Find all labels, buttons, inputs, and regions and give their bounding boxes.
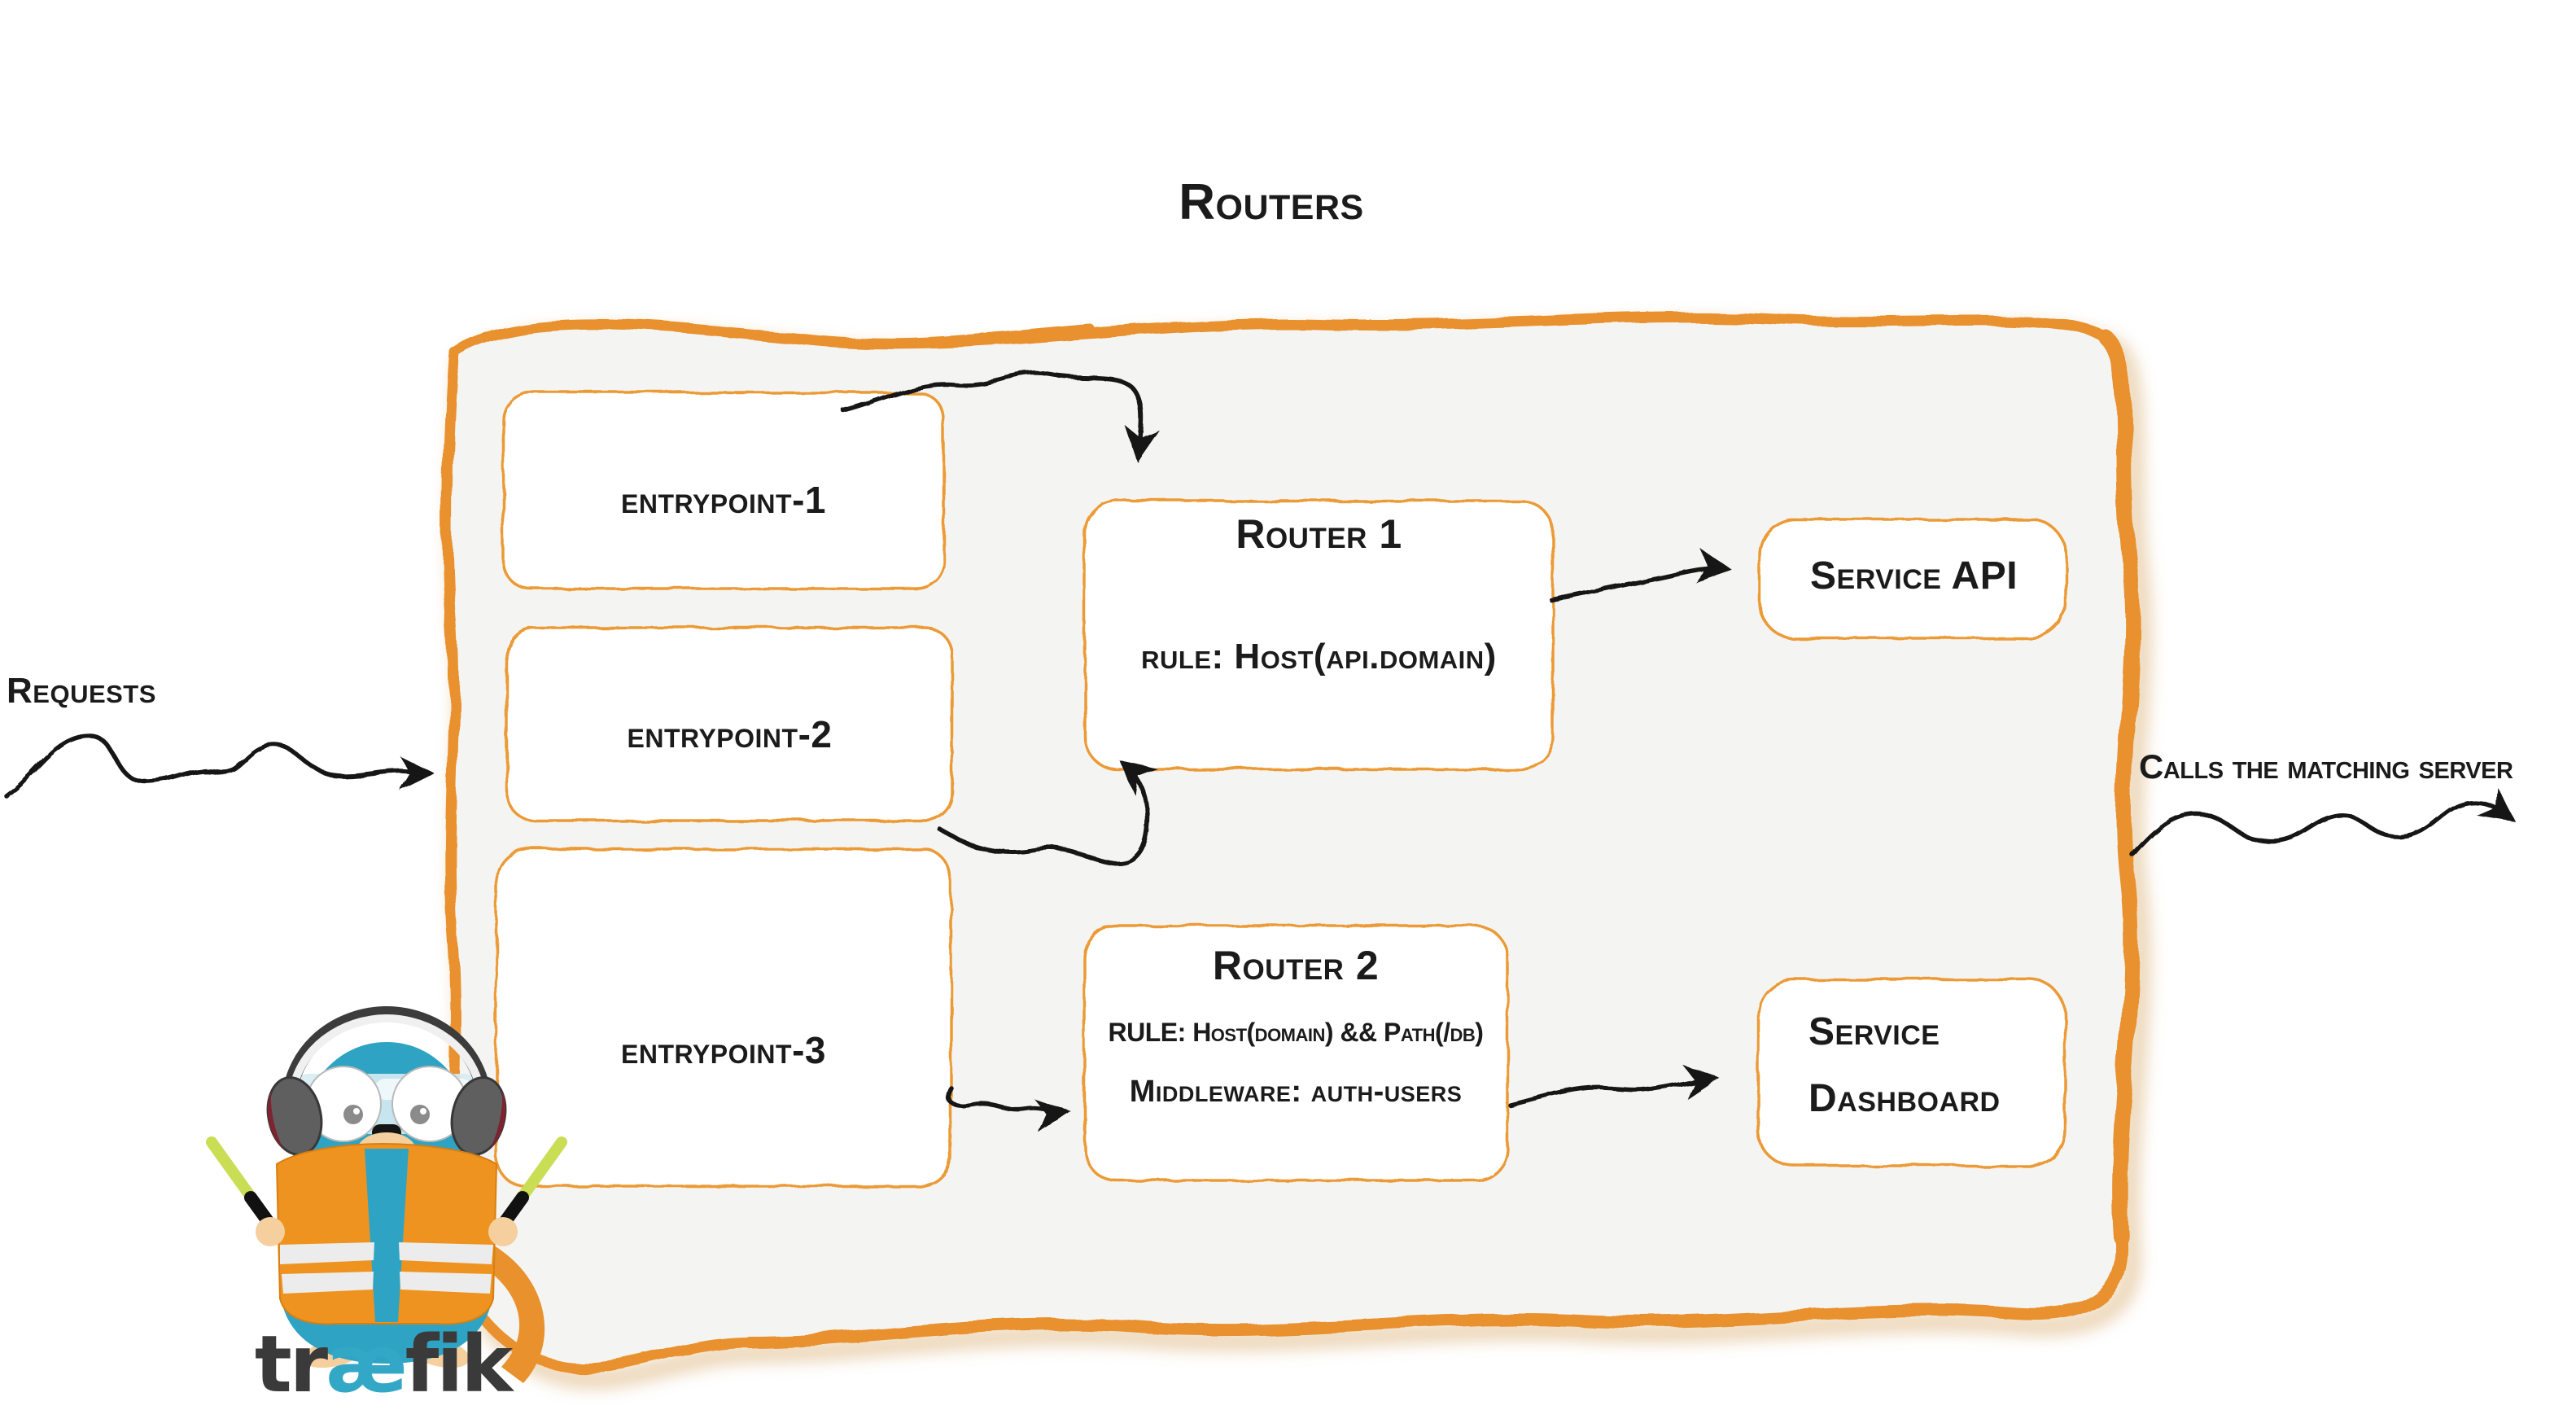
entrypoint-3-label: entrypoint-3 — [621, 1029, 826, 1071]
router-1-rule: rule: Host(api.domain) — [1141, 637, 1497, 677]
container-border-right-accent — [2098, 330, 2141, 1246]
gopher-vest-stripe — [282, 1272, 374, 1294]
gopher-hand — [488, 1217, 518, 1246]
requests-arrow — [4, 733, 435, 799]
arrow-router2-to-service-dashboard — [1508, 1064, 1719, 1108]
router-2-rule: RULE: Host(domain) && Path(/db) — [1108, 1018, 1484, 1047]
wordmark-fik: fik — [405, 1319, 514, 1410]
gopher-tail — [479, 1243, 545, 1383]
arrow-router1-to-service-api — [1549, 547, 1732, 602]
gopher-headphone-band-highlight — [287, 1014, 486, 1106]
entrypoint-1-label: entrypoint-1 — [621, 479, 826, 521]
container-border-top-accent — [449, 319, 1096, 357]
container-border-bottom-accent — [742, 1231, 2128, 1348]
service-dashboard-box — [1756, 978, 2066, 1167]
entrypoint-2-label: entrypoint-2 — [627, 713, 833, 755]
gopher-hand — [256, 1217, 285, 1246]
router-2-middleware: Middleware: auth-users — [1129, 1075, 1463, 1109]
router-2-title: Router 2 — [1212, 943, 1380, 988]
router-2-box — [1082, 924, 1509, 1182]
router-1-title: Router 1 — [1236, 511, 1402, 557]
entrypoint-2-box — [505, 626, 954, 822]
calls-label: Calls the matching server — [2139, 747, 2513, 786]
gopher-vest-stripe — [400, 1272, 492, 1294]
gopher-vest-stripe — [280, 1242, 374, 1264]
service-api-label: Service API — [1810, 554, 2018, 598]
entrypoint-3-box — [495, 847, 952, 1188]
router-1-box — [1083, 499, 1555, 771]
gopher-vest-stripe — [399, 1242, 493, 1264]
traefik-wordmark: træfik — [243, 1325, 523, 1403]
page-title: Routers — [1179, 174, 1364, 230]
gopher-pupil — [410, 1105, 430, 1124]
wordmark-tr: tr — [254, 1319, 328, 1410]
wordmark-ae: æ — [326, 1319, 408, 1410]
requests-label: Requests — [7, 671, 156, 711]
gopher-vest-chest-gap — [365, 1149, 409, 1322]
traefik-gopher-logo — [206, 1005, 567, 1383]
calls-arrow — [2130, 787, 2516, 857]
service-api-box — [1758, 518, 2067, 640]
gopher-pupil-glint — [420, 1108, 426, 1114]
service-dashboard-label-line1: Service — [1808, 1010, 1940, 1053]
gopher-pupil — [343, 1105, 363, 1124]
entrypoint-1-box — [501, 391, 946, 590]
arrow-entrypoint2-to-router1 — [938, 760, 1158, 865]
gopher-earcup-accent — [490, 1091, 506, 1149]
arrow-entrypoint1-to-router1 — [841, 370, 1160, 462]
gopher-pupil-glint — [353, 1108, 360, 1114]
gopher-earcup-accent — [267, 1091, 283, 1149]
service-dashboard-label-line2: Dashboard — [1808, 1077, 2001, 1120]
arrow-entrypoint3-to-router2 — [946, 1085, 1071, 1134]
